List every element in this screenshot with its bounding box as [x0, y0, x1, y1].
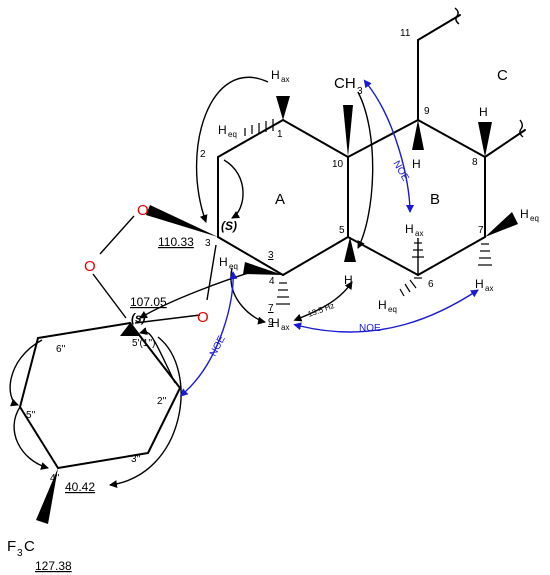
svg-text:CH: CH — [334, 75, 356, 92]
noe-label-2: NOE — [208, 334, 228, 359]
h9: H — [412, 157, 421, 171]
atom-label-10: 10 — [332, 159, 344, 170]
svg-text:ax: ax — [281, 75, 289, 84]
svg-text:H: H — [271, 316, 280, 330]
svg-text:eq: eq — [228, 130, 237, 139]
svg-text:H: H — [271, 68, 280, 82]
atom-label-9: 9 — [424, 106, 430, 117]
ring-label-b: B — [430, 191, 440, 208]
shift-cf3: 127.38 — [35, 559, 72, 573]
h6-eq: H eq — [378, 298, 397, 314]
svg-text:H: H — [218, 123, 227, 137]
atom-label-4: 4 — [269, 276, 275, 287]
coupling-constant: 13.5 Hz — [307, 301, 336, 319]
atom-label-3b: 3 — [268, 250, 274, 261]
svg-text:H: H — [475, 277, 484, 291]
noe-label-1: NOE — [390, 159, 411, 184]
h4-ax: H ax — [271, 316, 289, 332]
stereo-spiro: (s) — [131, 311, 146, 325]
h3-eq: H eq — [219, 255, 238, 271]
atom-label-4pp: 4'' — [50, 473, 59, 484]
h1-eq: H eq — [218, 123, 237, 139]
atom-label-2pp: 2'' — [157, 396, 166, 407]
svg-text:H: H — [219, 255, 228, 269]
svg-text:eq: eq — [229, 262, 238, 271]
wavy-bond-right — [519, 119, 524, 138]
svg-text:H: H — [520, 207, 529, 221]
svg-text:H: H — [405, 222, 414, 236]
h5: H — [344, 273, 353, 287]
ring-label-c: C — [497, 67, 508, 84]
atom-label-spiro: 5'(1'') — [132, 338, 156, 349]
svg-text:C: C — [24, 538, 35, 555]
svg-text:ax: ax — [281, 323, 289, 332]
hydrogen-labels: H ax H eq H eq H ax H H eq H ax H eq H — [218, 68, 539, 332]
svg-text:F: F — [7, 538, 16, 555]
atom-numbers: 1 2 3 3 4 7 9 5 6 7 8 9 10 11 6'' 5'(1''… — [26, 28, 484, 484]
svg-text:3: 3 — [357, 86, 363, 97]
svg-text:ax: ax — [485, 284, 493, 293]
svg-text:ax: ax — [415, 229, 423, 238]
h1-ax: H ax — [271, 68, 289, 84]
noe-label-3: NOE — [359, 323, 381, 334]
oxygen-atoms: O O O — [84, 202, 209, 326]
h6-ax: H ax — [405, 222, 423, 238]
atom-label-5pp: 5'' — [26, 410, 35, 421]
shift-c4pp: 40.42 — [65, 480, 95, 494]
atom-label-8: 8 — [472, 157, 478, 168]
svg-text:eq: eq — [530, 214, 539, 223]
h7-ax: H ax — [475, 277, 493, 293]
atom-label-7b: 7 — [268, 303, 274, 314]
atom-label-3pp: 3'' — [131, 454, 140, 465]
svg-text:eq: eq — [388, 305, 397, 314]
svg-text:3: 3 — [17, 548, 23, 559]
noe-arrows — [179, 79, 479, 397]
shift-c3: 110.33 — [158, 235, 194, 249]
oxygen-2: O — [84, 258, 96, 275]
atom-label-9b: 9 — [268, 317, 274, 328]
ring-label-a: A — [275, 191, 285, 208]
atom-label-7: 7 — [478, 225, 484, 236]
oxygen-3: O — [197, 309, 209, 326]
atom-label-5: 5 — [339, 225, 345, 236]
wavy-bond-top — [454, 7, 460, 25]
shift-spiro: 107.05 — [130, 295, 167, 309]
cf3-label: F 3 C — [7, 538, 35, 559]
atom-label-1: 1 — [277, 129, 283, 140]
chemical-shifts: 110.33 107.05 40.42 127.38 — [35, 235, 194, 573]
svg-text:H: H — [378, 298, 387, 312]
bond-skeleton — [19, 14, 526, 469]
atom-label-3: 3 — [205, 238, 211, 249]
ch3-label: CH 3 — [334, 75, 363, 97]
atom-label-11: 11 — [400, 28, 411, 39]
stereo-c3: (S) — [221, 219, 237, 233]
atom-label-6pp: 6'' — [56, 344, 65, 355]
h7-eq: H eq — [520, 207, 539, 223]
correlation-arrows — [9, 76, 374, 489]
wedge-bonds — [36, 96, 518, 524]
h8: H — [479, 105, 488, 119]
atom-label-6: 6 — [428, 279, 434, 290]
oxygen-1: O — [137, 202, 149, 219]
atom-label-2: 2 — [200, 149, 206, 160]
